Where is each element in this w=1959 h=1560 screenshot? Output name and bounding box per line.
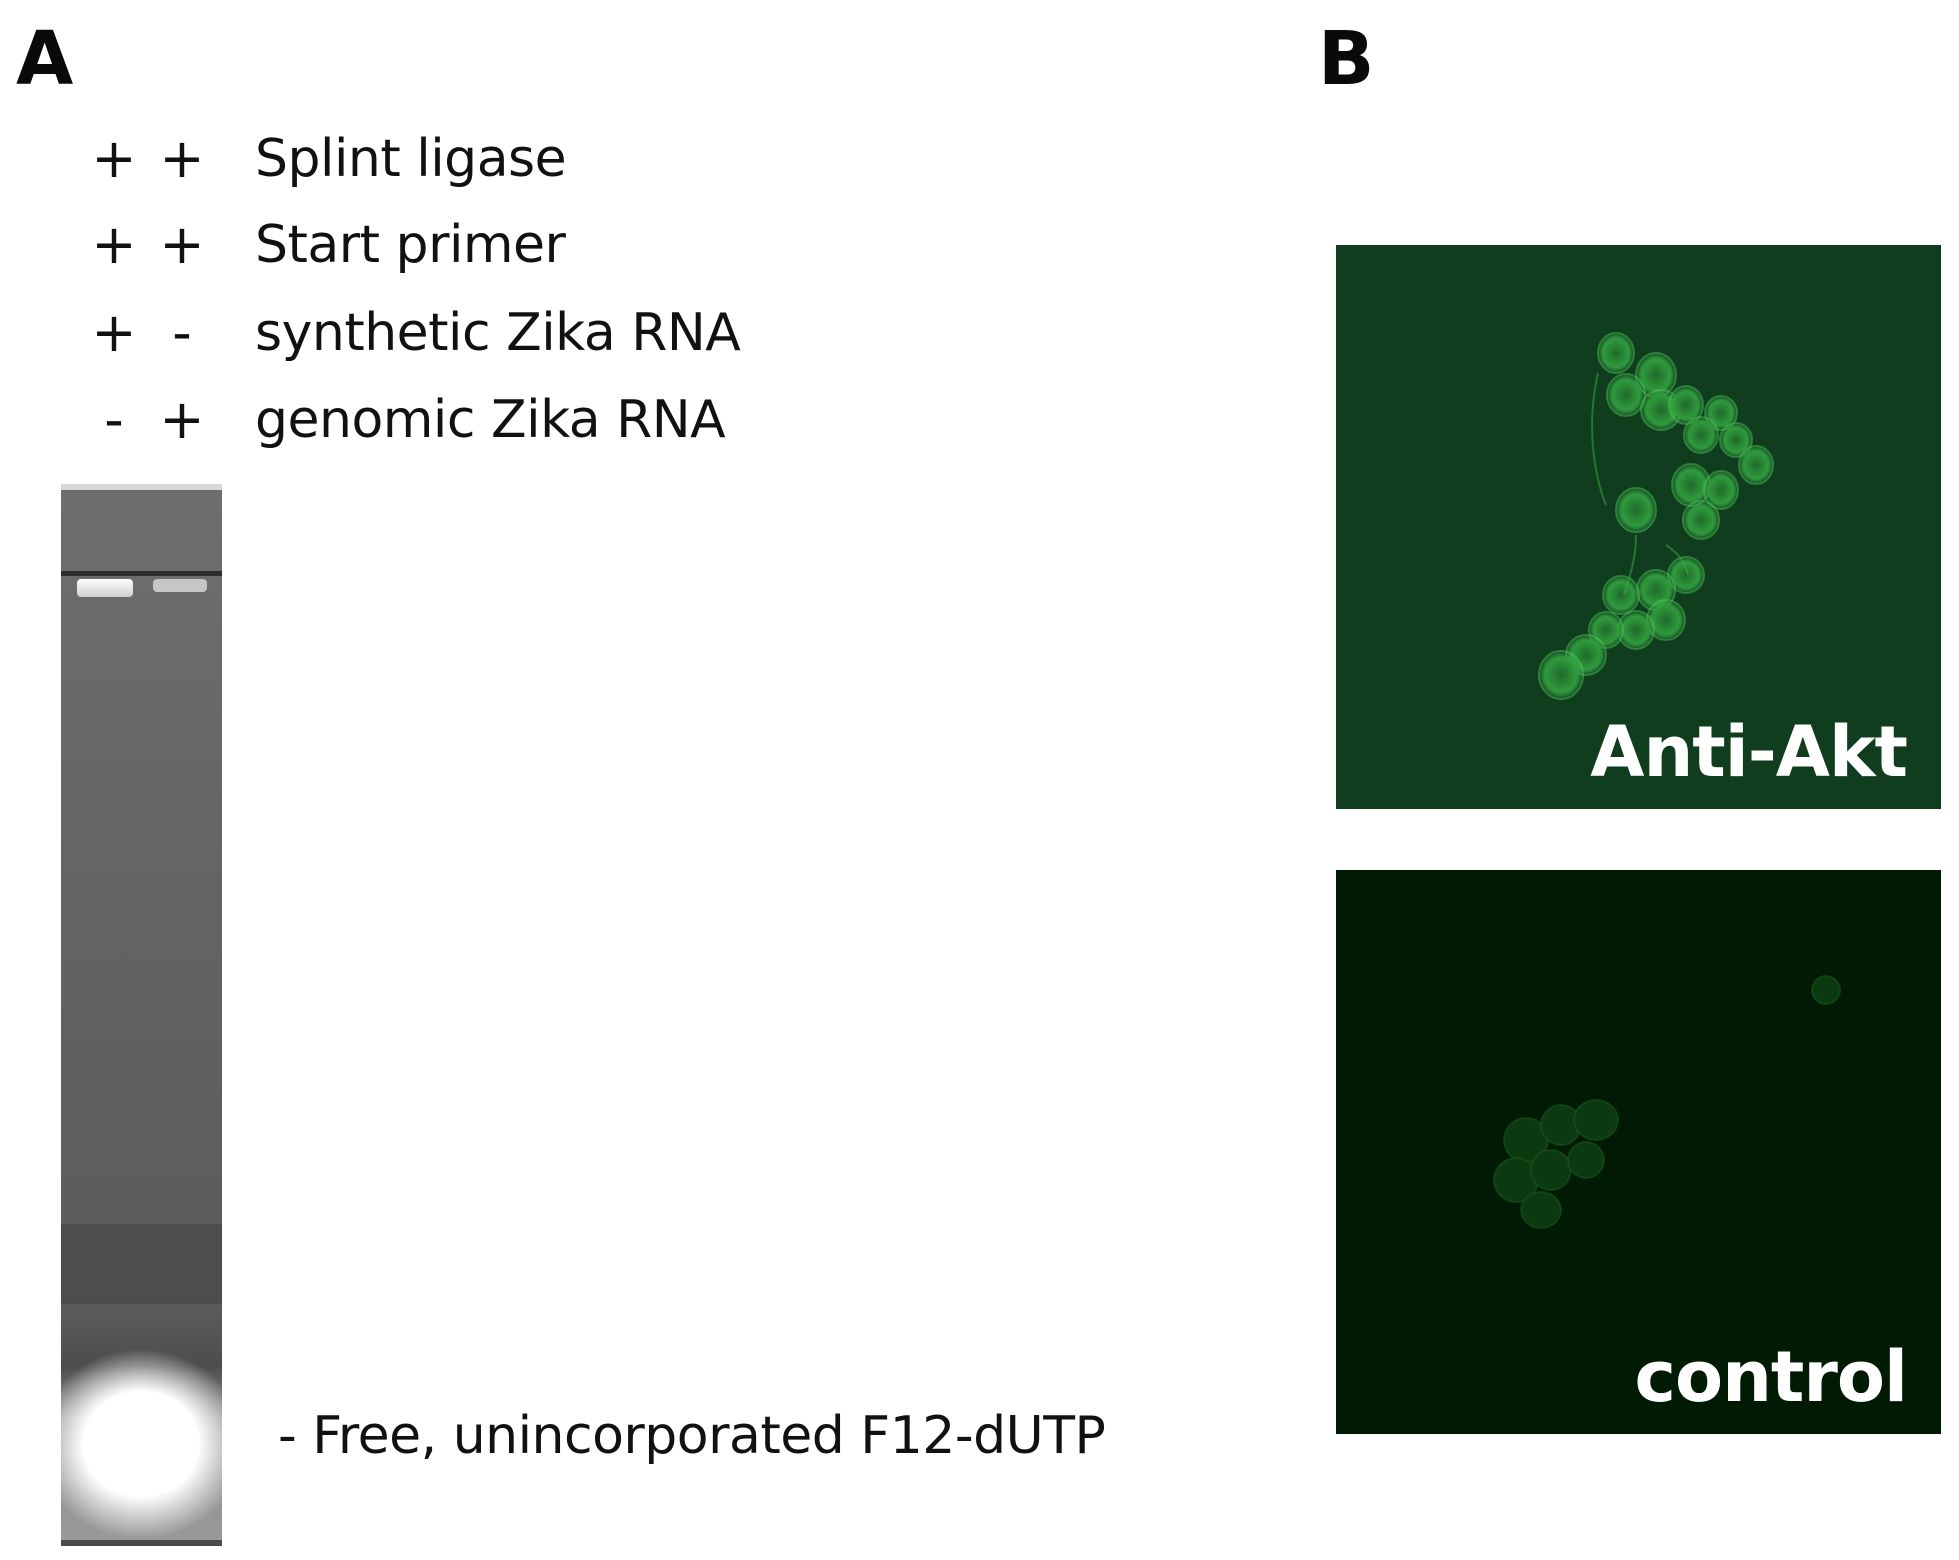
free-nucleotide-label: - Free, unincorporated F12-dUTP	[278, 1406, 1106, 1466]
lane2-sign: -	[172, 301, 192, 364]
panel-b-letter: B	[1318, 16, 1375, 102]
lane2-sign: +	[159, 388, 205, 451]
lane1-sign: +	[91, 301, 137, 364]
condition-label: Splint ligase	[255, 129, 567, 189]
gel-smear	[61, 1224, 222, 1304]
lane1-sign: +	[91, 213, 137, 276]
gel-top-edge	[61, 484, 222, 490]
anti-akt-label: Anti-Akt	[1590, 711, 1908, 793]
condition-row-start-primer: + + Start primer	[0, 205, 900, 285]
lane1-sign: -	[104, 388, 124, 451]
lane2-sign: +	[159, 127, 205, 190]
faint-cell-cluster	[1493, 975, 1841, 1229]
gel-well-line	[61, 571, 222, 576]
gel-band-lane2	[153, 579, 207, 592]
anti-akt-micrograph: Anti-Akt	[1336, 245, 1941, 809]
condition-row-splint-ligase: + + Splint ligase	[0, 119, 900, 199]
condition-row-synthetic-zika: + - synthetic Zika RNA	[0, 293, 900, 373]
lane1-sign: +	[91, 127, 137, 190]
condition-row-genomic-zika: - + genomic Zika RNA	[0, 380, 900, 460]
gel-bottom-edge	[61, 1540, 222, 1546]
gel-band-lane1	[77, 579, 133, 597]
cell-processes	[1591, 372, 1689, 596]
condition-label: genomic Zika RNA	[255, 390, 726, 450]
condition-label: synthetic Zika RNA	[255, 303, 741, 363]
panel-a-letter: A	[16, 16, 74, 102]
control-label: control	[1634, 1336, 1908, 1418]
condition-label: Start primer	[255, 215, 566, 275]
gel-image	[61, 484, 222, 1546]
cell-cluster	[1538, 332, 1774, 700]
gel-free-nucleotide-spot	[61, 1349, 222, 1539]
lane2-sign: +	[159, 213, 205, 276]
control-micrograph: control	[1336, 870, 1941, 1434]
